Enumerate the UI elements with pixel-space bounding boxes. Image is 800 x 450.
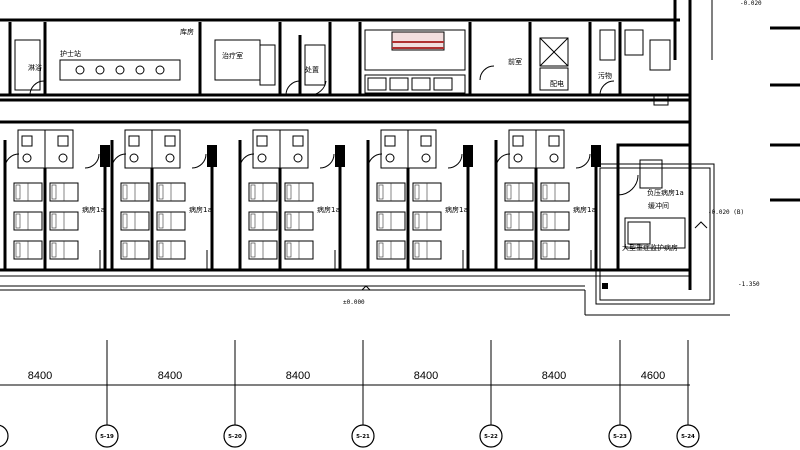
axis-label: 5-20 [228, 434, 242, 440]
hospital-bed [376, 240, 406, 260]
column [463, 145, 473, 167]
dimension-labels: 8400 8400 8400 8400 8400 4600 [28, 370, 665, 382]
level-corridor: ±0.000 [343, 299, 365, 306]
hospital-bed [284, 240, 314, 260]
axis-bubble [351, 424, 375, 448]
ward-room-label: 病房1a [573, 205, 596, 214]
hospital-bed [504, 240, 534, 260]
hospital-bed [156, 240, 186, 260]
hospital-bed [248, 240, 278, 260]
axis-bubble [676, 424, 700, 448]
level-right-low: -1.350 [738, 281, 760, 288]
column [335, 145, 345, 167]
dimension-label: 8400 [158, 370, 182, 382]
hospital-bed [13, 211, 43, 231]
axis-label: 5-23 [613, 434, 627, 440]
ward-room-label: 病房1a [82, 205, 105, 214]
dimension-label: 8400 [414, 370, 438, 382]
hospital-bed [49, 182, 79, 202]
ward-module: 病房1a [366, 129, 473, 270]
axis-label: 5-21 [356, 434, 370, 440]
axis-label: 5-19 [100, 434, 114, 440]
axis-bubble [223, 424, 247, 448]
hospital-bed [156, 211, 186, 231]
hospital-bed [412, 182, 442, 202]
level-right-mid: -0.020 (B) [708, 209, 744, 216]
dimension-label: 8400 [28, 370, 52, 382]
room-label-anteroom: 前室 [508, 57, 522, 66]
right-extension-lines [711, 0, 800, 202]
room-label-storage: 库房 [180, 27, 194, 36]
special-ward-label: 负压病房1a [647, 188, 684, 197]
level-top-right: -0.020 [740, 0, 762, 7]
room-label-nurse-station: 护士站 [60, 49, 81, 58]
dimension-label: 8400 [286, 370, 310, 382]
column [100, 145, 110, 167]
axis-grid: 5-19 5-20 5-21 5-22 5-23 5-24 [0, 340, 700, 448]
hospital-bed [412, 240, 442, 260]
dimension-label: 4600 [641, 370, 665, 382]
axis-label: 5-22 [484, 434, 498, 440]
hospital-bed [248, 211, 278, 231]
hospital-bed [13, 240, 43, 260]
hospital-bed [49, 211, 79, 231]
hospital-bed [540, 182, 570, 202]
room-label-disposal: 处置 [305, 65, 319, 74]
ward-module: 病房1a [494, 129, 601, 270]
hospital-bed [120, 211, 150, 231]
room-label-electrical: 配电 [550, 79, 564, 88]
hospital-bed [504, 182, 534, 202]
axis-bubble [0, 424, 9, 448]
hospital-bed [376, 182, 406, 202]
special-ward: 负压病房1a 缓冲间 大型重症监护病房 -0.020 (B) -1.350 -0… [595, 0, 762, 305]
column [591, 145, 601, 167]
hospital-bed [284, 211, 314, 231]
hospital-bed [49, 240, 79, 260]
ward-module: 病房1a [110, 129, 217, 270]
top-room-labels: 淋浴 护士站 治疗室 处置 库房 配电 前室 污物 [28, 27, 612, 88]
hospital-bed [13, 182, 43, 202]
ward-room-label: 病房1a [445, 205, 468, 214]
hospital-bed [120, 240, 150, 260]
top-service-band [0, 0, 692, 290]
ward-block: 病房1a 病房1a 病房1a 病房1a 病房1a [3, 129, 601, 270]
room-label-treatment: 治疗室 [222, 51, 243, 60]
corridor: ±0.000 [0, 268, 730, 316]
hospital-bed [376, 211, 406, 231]
ward-room-label: 病房1a [189, 205, 212, 214]
hospital-bed [248, 182, 278, 202]
hospital-bed [284, 182, 314, 202]
hospital-bed [540, 240, 570, 260]
dimension-label: 8400 [542, 370, 566, 382]
axis-bubble [479, 424, 503, 448]
ward-module: 病房1a [3, 129, 110, 270]
room-label-soiled: 污物 [598, 71, 612, 80]
room-label-shower: 淋浴 [28, 63, 42, 72]
special-room-label: 缓冲间 [648, 201, 669, 210]
hospital-bed [412, 211, 442, 231]
hospital-bed [120, 182, 150, 202]
hospital-bed [156, 182, 186, 202]
hospital-bed [504, 211, 534, 231]
special-ward-note: 大型重症监护病房 [622, 243, 678, 252]
ward-room-label: 病房1a [317, 205, 340, 214]
column [207, 145, 217, 167]
hospital-bed [540, 211, 570, 231]
axis-bubble [95, 424, 119, 448]
axis-bubble [608, 424, 632, 448]
axis-label: 5-24 [681, 434, 695, 440]
ward-module: 病房1a [238, 129, 345, 270]
